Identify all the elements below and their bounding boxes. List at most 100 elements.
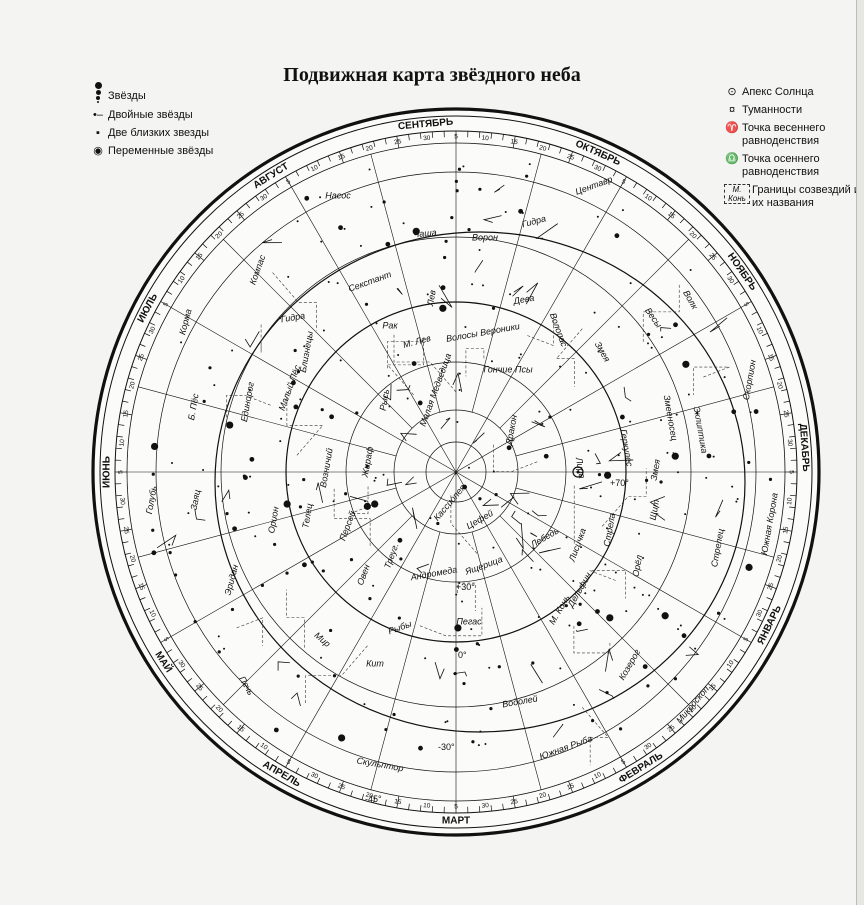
day-number: 25 (566, 153, 576, 162)
star (450, 215, 454, 220)
day-number: 15 (122, 409, 130, 418)
constellation-label: Гончие Псы (483, 364, 533, 374)
day-tick (707, 683, 718, 692)
day-tick (149, 322, 156, 326)
star (475, 642, 479, 646)
day-number: 5 (787, 470, 794, 474)
star (217, 635, 220, 638)
constellation-figure (608, 452, 634, 462)
chart-base: СЕНТЯБРЬОКТЯБРЬНОЯБРЬДЕКАБРЬЯНВАРЬФЕВРАЛ… (91, 107, 821, 837)
day-tick (696, 704, 702, 710)
star (388, 405, 391, 408)
constellation-figure (525, 282, 539, 305)
legend-stars-label: Звёзды (108, 90, 146, 102)
day-tick (420, 805, 422, 812)
star (368, 597, 372, 601)
star (217, 650, 221, 654)
star (694, 647, 697, 650)
star (660, 336, 663, 339)
constellation-label: Рак (382, 320, 398, 330)
day-tick (179, 668, 186, 673)
day-tick (602, 165, 606, 172)
star (676, 471, 679, 474)
constellation-figure (605, 648, 614, 672)
day-number: 15 (394, 798, 403, 806)
day-tick (202, 243, 208, 249)
day-number: 5 (285, 178, 292, 186)
star (666, 451, 669, 454)
star (426, 293, 429, 296)
day-tick (139, 597, 146, 601)
declination-label: -45° (365, 794, 382, 804)
star (689, 268, 692, 271)
day-tick (581, 155, 585, 162)
star (371, 500, 379, 508)
day-number: 30 (118, 497, 126, 505)
star (332, 674, 337, 678)
star (731, 409, 737, 415)
star (605, 527, 608, 530)
star (768, 477, 773, 481)
day-tick (255, 195, 260, 202)
constellation-figure (396, 287, 403, 295)
star (392, 712, 396, 717)
day-tick (339, 781, 344, 793)
star (518, 208, 524, 214)
day-number: 10 (786, 497, 794, 505)
day-tick (295, 170, 300, 177)
day-tick (761, 332, 768, 337)
day-tick (740, 301, 752, 308)
constellation-figure (709, 317, 728, 333)
star (458, 372, 461, 375)
star (696, 411, 699, 414)
day-tick (751, 628, 758, 633)
day-tick (559, 147, 562, 154)
hour-line (455, 186, 621, 473)
nebula-icon: ¤ (728, 104, 736, 116)
star (344, 492, 348, 496)
day-tick (679, 218, 685, 224)
day-number: 10 (755, 326, 765, 336)
star (273, 542, 277, 547)
day-tick (739, 649, 746, 653)
day-number: 5 (454, 804, 458, 811)
constellation-figure (531, 510, 547, 517)
star (359, 244, 362, 247)
day-tick (739, 291, 746, 295)
star (569, 408, 572, 411)
day-number: 25 (122, 526, 130, 535)
day-number: 30 (725, 275, 735, 285)
page-edge (856, 0, 864, 905)
constellation-label: Лев (425, 289, 438, 308)
constellation-label: Чаша (413, 227, 437, 239)
constellation-figure (500, 496, 515, 508)
constellation-figure (538, 547, 561, 554)
legend-double-stars: •– Двойные звёзды (88, 109, 258, 122)
month-label: СЕНТЯБРЬ (398, 117, 454, 133)
constellation-figure (672, 451, 678, 459)
day-number: 10 (147, 609, 157, 619)
star (363, 502, 371, 510)
star (597, 473, 602, 477)
day-tick (396, 136, 400, 149)
day-tick (525, 138, 528, 145)
star (462, 681, 466, 686)
day-tick (633, 755, 637, 762)
hour-line (515, 487, 774, 558)
day-tick (756, 322, 763, 326)
day-tick (751, 311, 758, 316)
day-tick (512, 136, 516, 149)
star (618, 727, 623, 731)
constellation-figure (535, 223, 558, 239)
hour-line (223, 515, 413, 705)
day-tick (548, 144, 551, 151)
star (478, 644, 481, 647)
day-tick (139, 343, 146, 347)
legend-nebulae-label: Туманности (742, 104, 803, 116)
declination-label: +70° (610, 478, 629, 488)
star (660, 419, 663, 422)
star (173, 573, 178, 577)
constellation-figure (194, 508, 206, 521)
star (332, 500, 335, 503)
day-number: 10 (593, 771, 603, 781)
